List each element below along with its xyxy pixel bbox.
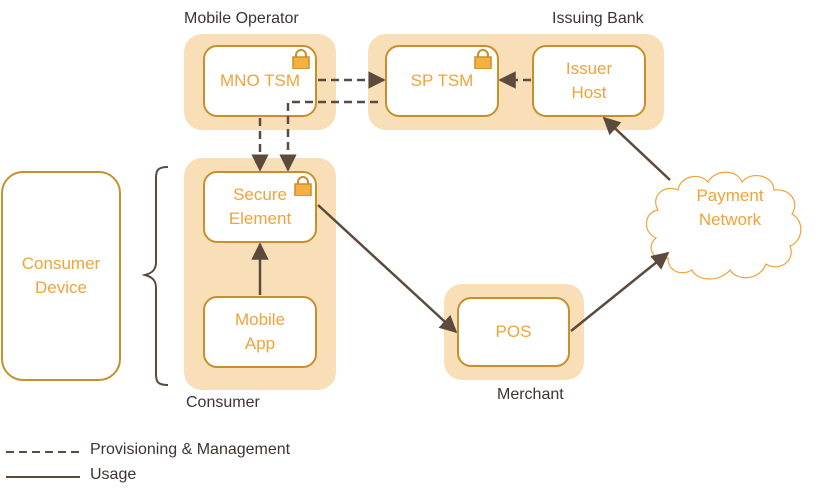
node-label-line: Element xyxy=(228,209,292,228)
node-label-line: Secure xyxy=(233,185,287,204)
legend-usage: Usage xyxy=(90,466,137,483)
node-label-line: Issuer xyxy=(565,59,613,78)
node-label: SP TSM xyxy=(410,71,474,90)
legend-provisioning: Provisioning & Management xyxy=(90,441,291,458)
node-label-line: App xyxy=(244,334,276,353)
edge-pos-to-network xyxy=(570,251,670,332)
group-label-merchant: Merchant xyxy=(497,386,564,403)
node-mno-tsm[interactable]: MNO TSM xyxy=(203,45,317,117)
consumer-device-brace xyxy=(141,166,169,386)
node-label: MNO TSM xyxy=(220,71,300,90)
edge-network-to-issuer xyxy=(602,116,671,181)
lock-icon xyxy=(294,176,312,196)
node-label-line: Device xyxy=(35,278,87,297)
payment-network-cloud[interactable] xyxy=(645,171,802,280)
lock-icon xyxy=(474,49,492,69)
node-label-line: Payment xyxy=(696,186,764,205)
edge-secure-element-to-pos xyxy=(317,204,458,334)
node-payment-network-label: Payment Network xyxy=(670,184,790,232)
group-label-mobile-operator: Mobile Operator xyxy=(184,10,299,27)
node-label: POS xyxy=(495,322,532,341)
node-pos[interactable]: POS xyxy=(457,297,570,367)
group-label-issuing-bank: Issuing Bank xyxy=(552,10,644,27)
group-label-consumer: Consumer xyxy=(186,394,260,411)
node-label-line: Consumer xyxy=(21,254,101,273)
node-label-line: Mobile xyxy=(234,310,286,329)
edge-sptsm-to-secure-element xyxy=(279,100,378,172)
node-label-line: Network xyxy=(698,210,762,229)
node-label-line: Host xyxy=(571,83,607,102)
lock-icon xyxy=(292,49,310,69)
